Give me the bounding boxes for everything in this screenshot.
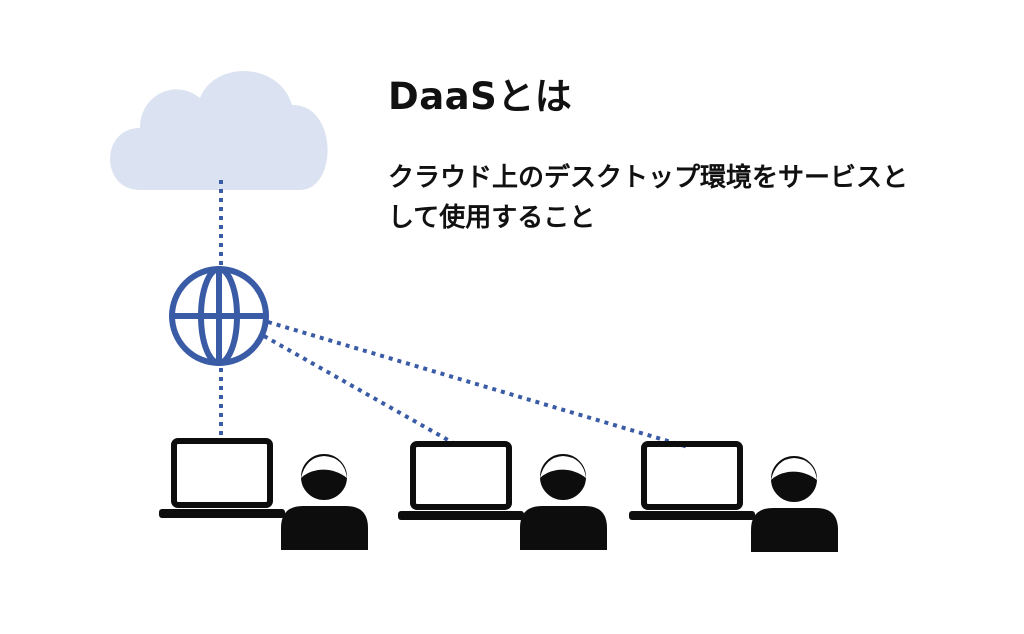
diagram-description: クラウド上のデスクトップ環境をサービスと して使用すること (388, 158, 988, 238)
laptop-icon (159, 438, 285, 518)
user-icon (751, 452, 838, 552)
globe-to-laptop2-line (263, 334, 456, 446)
globe-icon (169, 266, 269, 366)
user-icon (520, 450, 607, 550)
laptop-icon (629, 441, 755, 520)
description-line-1: クラウド上のデスクトップ環境をサービスと (388, 163, 909, 193)
cloud-icon (110, 71, 328, 190)
description-line-2: して使用すること (388, 203, 596, 233)
diagram-title: DaaSとは (388, 75, 573, 118)
laptop-icon (398, 441, 524, 520)
connection-lines (219, 180, 689, 449)
globe-to-laptop3-line (267, 320, 689, 449)
user-icon (281, 450, 368, 550)
